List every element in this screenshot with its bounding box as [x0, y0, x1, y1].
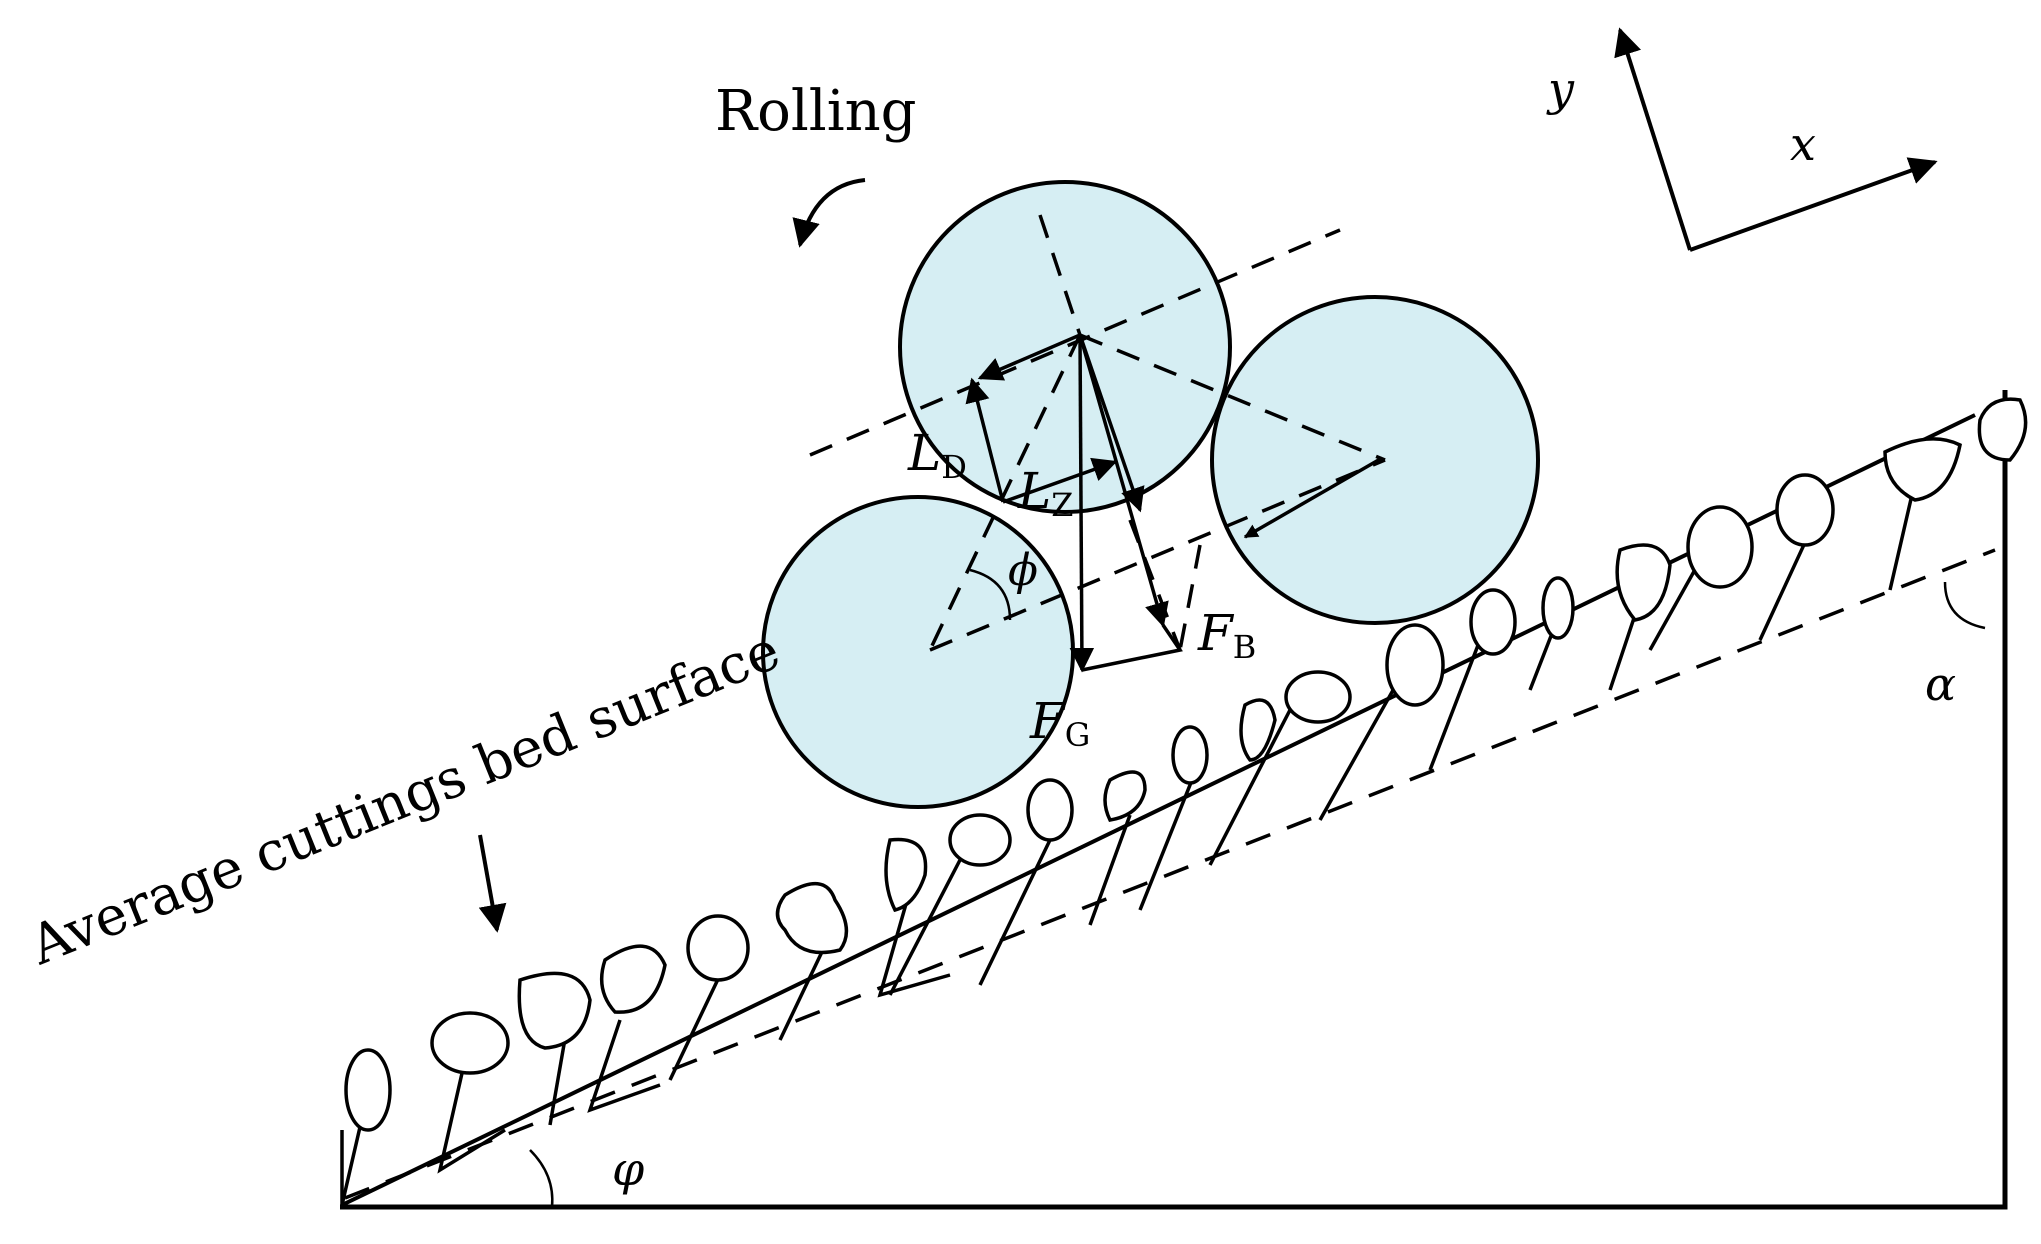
- y-axis-arrow: [1614, 27, 1692, 251]
- x-axis-arrow: [1689, 157, 1938, 252]
- bed-surface-dashed: [344, 548, 1996, 1200]
- lift-label: LD: [907, 424, 967, 486]
- bed-surface-label: Average cuttings bed surface: [20, 618, 788, 977]
- fg-label: FG: [1029, 692, 1090, 754]
- phi-arc: [969, 568, 1012, 621]
- alpha-arc: [1943, 581, 1986, 630]
- bed-pointer-arrow: [478, 834, 507, 933]
- rolling-label: Rolling: [715, 79, 917, 144]
- particle-top: [898, 180, 1232, 514]
- lift-vector: [965, 377, 1005, 503]
- lz-vector: [1002, 457, 1118, 504]
- force-vectors: [965, 333, 1383, 673]
- lz-label: LZ: [1017, 462, 1073, 524]
- large-particles: [761, 180, 1540, 809]
- angle-arcs: [529, 568, 1986, 1208]
- rolling-arrow-icon: [792, 178, 866, 248]
- axis-y-label: y: [1546, 62, 1575, 116]
- varphi-arc: [529, 1149, 554, 1208]
- cuttings-legs: [340, 459, 1922, 1206]
- cuttings-particles: [344, 397, 2028, 1132]
- gravity-vector: [1069, 334, 1095, 673]
- alpha-label: α: [1925, 657, 1956, 711]
- phi-label: ϕ: [1008, 545, 1038, 596]
- fb-label: FB: [1197, 604, 1256, 666]
- coordinate-axes: [1614, 27, 1938, 252]
- buoyancy-vector: [1078, 334, 1169, 628]
- varphi-label: φ: [612, 1142, 645, 1196]
- particle-left: [761, 495, 1075, 809]
- particle-right: [1210, 295, 1540, 625]
- axis-x-label: x: [1790, 117, 1816, 171]
- frame: [340, 390, 2008, 1210]
